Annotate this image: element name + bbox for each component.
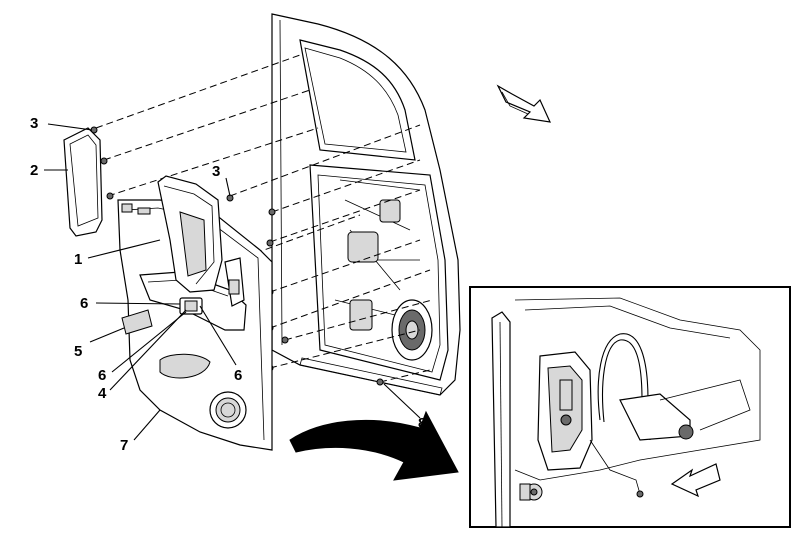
callout-6-lower: 6 bbox=[98, 367, 106, 384]
inset-detail bbox=[469, 286, 791, 528]
callout-1: 1 bbox=[74, 251, 82, 268]
callout-3-top: 3 bbox=[30, 115, 38, 132]
grab-handle-trim-1 bbox=[157, 175, 223, 293]
bezel-5 bbox=[121, 309, 153, 335]
callout-3-middle: 3 bbox=[212, 163, 220, 180]
callout-6-right: 6 bbox=[234, 367, 242, 384]
inset-forward-arrow-icon bbox=[670, 463, 721, 498]
alignment-lines bbox=[95, 54, 433, 383]
callout-2: 2 bbox=[30, 162, 38, 179]
switch-bezel-4-6 bbox=[179, 257, 245, 315]
callout-7: 7 bbox=[120, 437, 128, 454]
callout-5: 5 bbox=[74, 343, 82, 360]
door-frame bbox=[271, 13, 461, 396]
callout-4: 4 bbox=[98, 385, 107, 402]
callout-6-left: 6 bbox=[80, 295, 88, 312]
callout-leaders bbox=[44, 123, 421, 441]
callout-labels: 3 2 3 1 6 5 6 6 4 7 8 bbox=[30, 115, 426, 454]
trim-panel-2 bbox=[63, 127, 103, 237]
curved-arrow-icon bbox=[289, 410, 459, 481]
forward-arrow-icon bbox=[496, 84, 552, 123]
